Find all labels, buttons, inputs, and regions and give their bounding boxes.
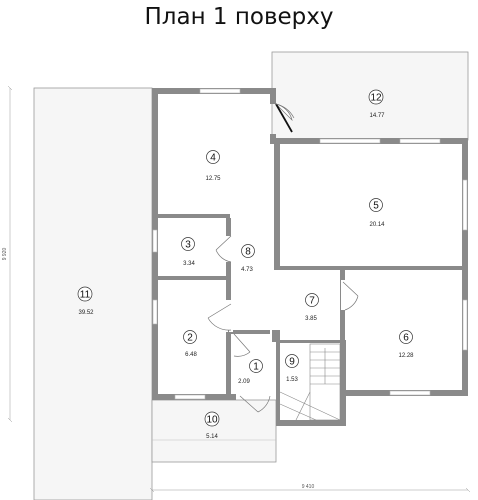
room-2: 2 6.48 [183, 330, 197, 358]
room-number: 6 [403, 333, 409, 344]
room-marker [249, 359, 263, 373]
room-area: 6.48 [185, 352, 197, 358]
room-marker [241, 244, 255, 258]
room-number: 9 [289, 357, 295, 368]
room-area: 12.75 [205, 176, 221, 182]
room-number: 4 [210, 153, 216, 164]
room-marker [368, 89, 384, 105]
room-12: 12 14.77 [368, 89, 385, 119]
room-area: 2.09 [238, 379, 250, 385]
room-area: 1.53 [286, 377, 298, 383]
room-area: 20.14 [369, 222, 385, 228]
room-number: 2 [187, 333, 193, 344]
room-4: 4 12.75 [205, 150, 221, 182]
room-area: 39.52 [78, 310, 94, 316]
terrace-11 [33, 87, 153, 500]
interior-walls [158, 144, 468, 394]
room-10: 10 5.14 [204, 411, 220, 440]
room-number: 10 [206, 415, 218, 426]
dimension-lines [7, 85, 471, 493]
room-9: 9 1.53 [285, 354, 299, 383]
room-5: 5 20.14 [369, 198, 385, 228]
doors [207, 103, 359, 413]
width-dimension: 9 410 [302, 484, 315, 490]
room-11: 11 39.52 [77, 286, 94, 316]
room-number: 12 [370, 93, 382, 104]
room-8: 8 4.73 [241, 244, 255, 273]
porch-10 [151, 399, 277, 463]
room-6: 6 12.28 [398, 330, 414, 359]
room-area: 3.34 [183, 261, 195, 267]
room-number: 8 [245, 247, 251, 258]
room-area: 12.28 [398, 353, 414, 359]
room-area: 5.14 [206, 434, 218, 440]
room-area: 3.85 [305, 316, 317, 322]
room-number: 7 [309, 296, 315, 307]
room-marker [399, 330, 413, 344]
plan-title: План 1 поверху [144, 4, 334, 30]
room-marker [369, 198, 383, 212]
room-number: 1 [253, 362, 259, 373]
room-1: 1 2.09 [238, 359, 263, 385]
room-3: 3 3.34 [181, 237, 195, 267]
room-marker [181, 237, 195, 251]
room-7: 7 3.85 [305, 293, 319, 322]
height-dimension: 9 920 [2, 248, 8, 261]
staircase [279, 343, 341, 421]
windows [152, 88, 468, 400]
room-area: 14.77 [369, 113, 385, 119]
room-number: 11 [80, 290, 91, 301]
room-marker [77, 286, 93, 302]
room-marker [206, 150, 220, 164]
room-marker [305, 293, 319, 307]
room-number: 3 [185, 240, 191, 251]
room-marker [204, 411, 220, 427]
room-marker [285, 354, 299, 368]
room-number: 5 [373, 201, 379, 212]
room-marker [183, 330, 197, 344]
room-area: 4.73 [241, 267, 253, 273]
